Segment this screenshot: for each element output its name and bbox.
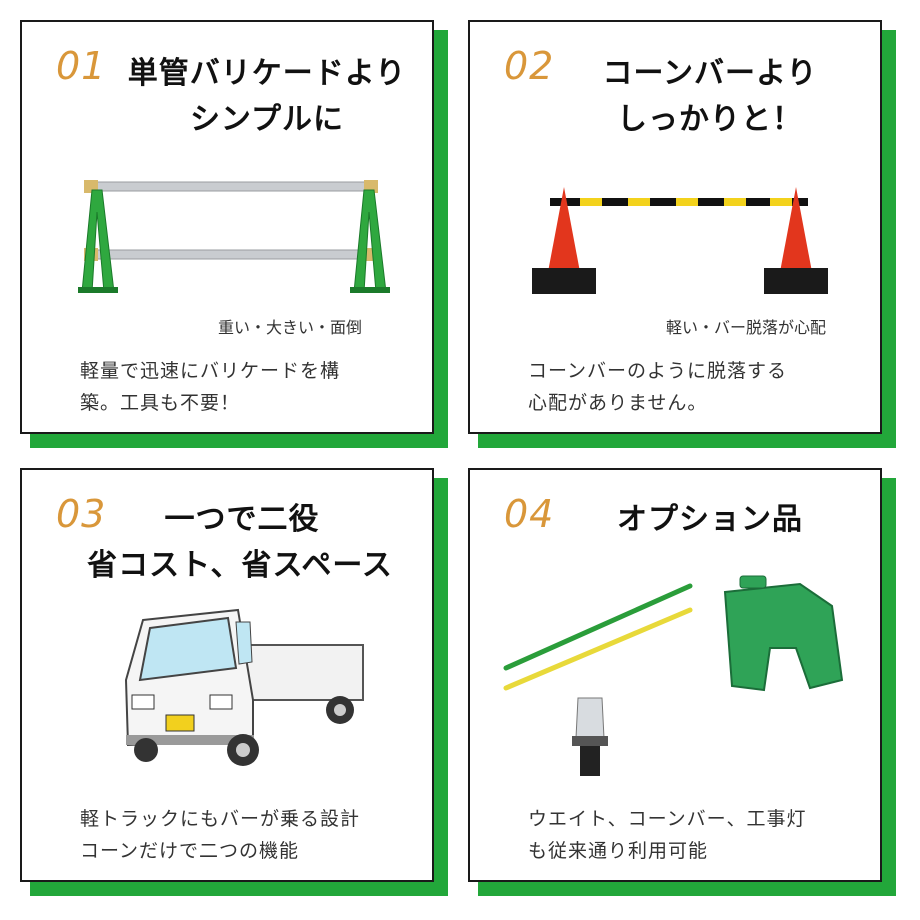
card-title-line2: シンプルに [189, 102, 345, 137]
card-body-line2: 築。工具も不要！ [80, 392, 241, 414]
card-body-line1: 軽トラックにもバーが乗る設計 [80, 808, 361, 830]
card-title-line2: しっかりと！ [617, 102, 803, 137]
card-title-line1: コーンバーより [602, 56, 818, 91]
card-panel: 01 単管バリケードより シンプルに 重い・大きい・面倒 軽量で迅速にバリケード… [20, 20, 434, 434]
card-title-line1: 一つで二役 [164, 502, 320, 537]
card-title-line2: 省コスト、省スペース [87, 548, 393, 583]
feature-card-04: 04 オプション品 ウエイト、コーンバー、工事灯 も従来通り利用可能 [468, 468, 900, 900]
options-icon [503, 575, 844, 776]
card-title-line1: オプション品 [617, 502, 803, 537]
feature-card-03: 03 一つで二役 省コスト、省スペース 軽トラックにもバーが乗 [20, 468, 452, 900]
card-number: 02 [504, 44, 555, 88]
card-body-line2: も従来通り利用可能 [528, 840, 709, 862]
card-body-line1: コーンバーのように脱落する [528, 360, 788, 382]
card-body-line2: 心配がありません。 [528, 392, 708, 414]
card-title-line1: 単管バリケードより [127, 56, 407, 91]
kei-truck-icon [124, 608, 364, 766]
card-caption: 軽い・バー脱落が心配 [666, 318, 827, 337]
feature-card-02: 02 コーンバーより しっかりと！ 軽い・バー脱落が心配 コーンバーのように脱落… [468, 20, 900, 452]
cone-bar-icon [532, 187, 828, 294]
card-body-line1: ウエイト、コーンバー、工事灯 [528, 808, 807, 830]
card-panel: 02 コーンバーより しっかりと！ 軽い・バー脱落が心配 コーンバーのように脱落… [468, 20, 882, 434]
card-panel: 03 一つで二役 省コスト、省スペース 軽トラックにもバーが乗 [20, 468, 434, 882]
card-caption: 重い・大きい・面倒 [218, 318, 363, 337]
card-panel: 04 オプション品 ウエイト、コーンバー、工事灯 も従来通り利用可能 [468, 468, 882, 882]
card-number: 04 [504, 492, 555, 536]
feature-card-01: 01 単管バリケードより シンプルに 重い・大きい・面倒 軽量で迅速にバリケード… [20, 20, 452, 452]
card-body-line1: 軽量で迅速にバリケードを構 [80, 360, 341, 382]
card-number: 01 [56, 44, 107, 88]
card-body-line2: コーンだけで二つの機能 [80, 840, 300, 862]
pipe-barricade-icon [78, 180, 390, 293]
card-number: 03 [56, 492, 107, 536]
